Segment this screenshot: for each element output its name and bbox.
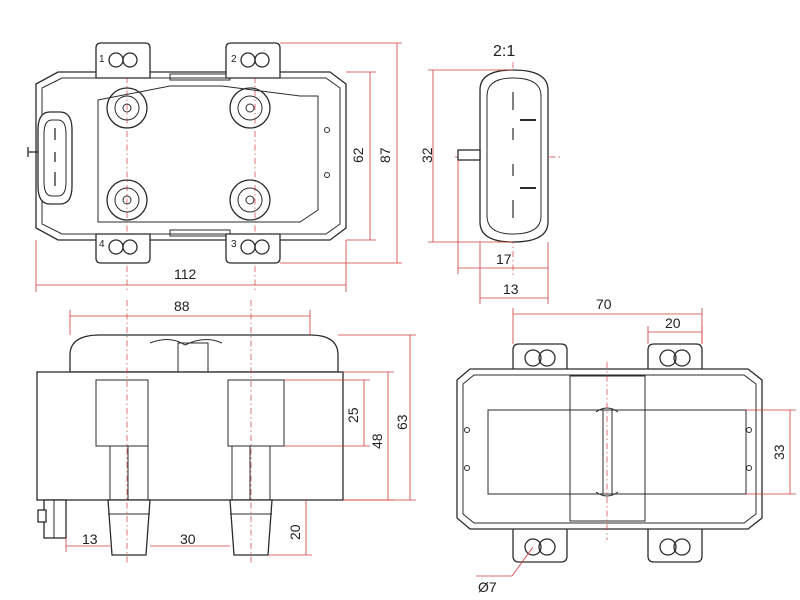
pin-label-1: 1 (99, 54, 105, 65)
dim-label-63: 63 (394, 414, 410, 430)
bottom-hole-right-upper (746, 427, 752, 433)
dim-label-88: 88 (174, 298, 190, 314)
bottom-hole-left-lower (464, 465, 470, 471)
small-hole-upper (324, 127, 330, 133)
scale-label: 2:1 (493, 43, 515, 60)
side-connector (27, 111, 73, 205)
top-slot-lower (169, 229, 231, 237)
pin-label-3: 3 (231, 239, 237, 250)
mounting-ear-3 (225, 233, 281, 264)
ht-tower-top-3 (106, 179, 148, 221)
bottom-centre-plate (569, 375, 646, 522)
bottom-body-inner (462, 374, 757, 524)
top-view: 1 2 3 4 (27, 42, 402, 292)
pin-label-2: 2 (231, 54, 237, 65)
dim-label-25: 25 (345, 407, 361, 423)
dim-label-48: 48 (369, 433, 385, 449)
bottom-hole-right-lower (746, 465, 752, 471)
dim-label-17: 17 (496, 251, 512, 267)
connector-latch (457, 149, 481, 161)
ht-tower-top-2 (229, 87, 271, 129)
dim-label-20-top: 20 (665, 315, 681, 331)
connector-shell-inner (486, 77, 542, 235)
dim-label-87: 87 (377, 147, 393, 163)
mounting-ear-1 (95, 42, 151, 79)
dim-label-13-front: 13 (82, 531, 98, 547)
dim-label-62: 62 (350, 147, 366, 163)
ht-tower-top-1 (106, 87, 148, 129)
top-body-inner (41, 77, 341, 235)
pin-label-4: 4 (99, 239, 105, 250)
front-lv-terminal (37, 499, 67, 539)
dim-label-70: 70 (596, 296, 612, 312)
ht-tower-top-4 (229, 179, 271, 221)
connector-shell-outer (479, 69, 549, 243)
dim-label-112: 112 (174, 266, 197, 282)
small-hole-lower (324, 172, 330, 178)
bottom-view: 70 20 33 Ø7 (456, 296, 796, 595)
dim-leader-diameter (511, 546, 534, 577)
connector-detail-view: 2:1 32 17 13 (419, 43, 560, 304)
bottom-centre-rib (602, 410, 613, 494)
bottom-ear-bottom-right (647, 526, 703, 563)
mounting-ear-4 (95, 233, 151, 264)
bottom-hole-left-upper (464, 427, 470, 433)
dim-label-33: 33 (771, 444, 787, 460)
dim-label-20-vertical: 20 (287, 524, 303, 540)
top-boss-plate (97, 85, 319, 223)
bottom-body-outline (456, 368, 763, 530)
bottom-ear-top-right (647, 343, 703, 376)
bottom-ear-bottom-left (512, 526, 568, 563)
dim-label-32: 32 (419, 147, 435, 163)
front-dome-dip (149, 339, 223, 346)
mounting-ear-2 (225, 42, 281, 79)
dim-label-13: 13 (503, 281, 519, 297)
front-ht-tower-left (107, 445, 151, 556)
front-view: 88 25 48 63 20 13 30 (36, 298, 416, 565)
front-body (36, 371, 344, 501)
dim-label-diameter: Ø7 (478, 579, 497, 595)
front-dome-cap (69, 334, 339, 373)
dim-label-30: 30 (180, 531, 196, 547)
top-body-outline (35, 71, 347, 241)
front-ht-tower-right (229, 445, 273, 556)
top-slot-upper (169, 73, 231, 81)
bottom-ear-top-left (512, 343, 568, 376)
